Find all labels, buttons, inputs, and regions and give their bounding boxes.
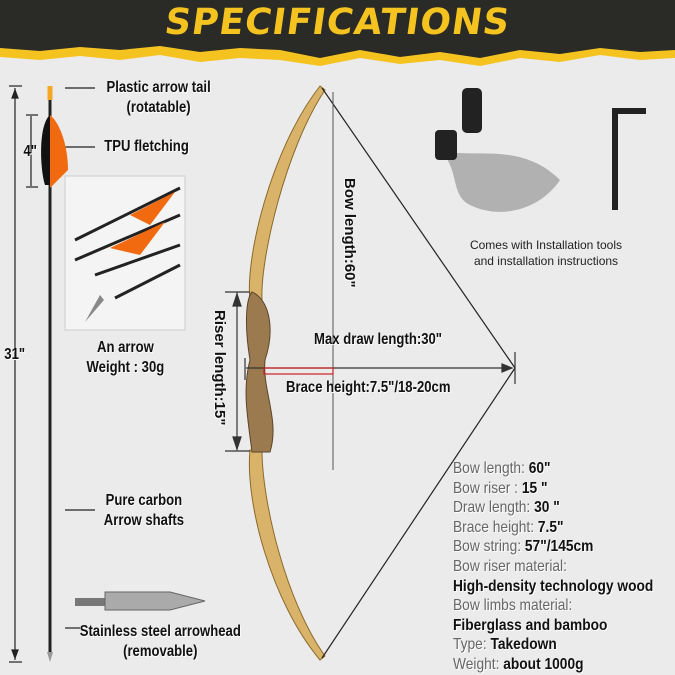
- spec-row: Type: Takedown: [453, 636, 557, 654]
- arrow-dimension-lines: [9, 85, 95, 663]
- spec-row: Fiberglass and bamboo: [453, 616, 608, 634]
- arrow-length-label: 31": [4, 346, 26, 363]
- accessories-image: [435, 88, 646, 212]
- max-draw-label: Max draw length:30": [314, 331, 443, 348]
- fletch-length-label: 4": [23, 143, 38, 160]
- tail-label: Plastic arrow tail(rotatable): [106, 79, 211, 116]
- bow-image: [245, 85, 516, 661]
- spec-row: Bow riser : 15 ": [453, 479, 548, 497]
- header-banner: [0, 0, 675, 66]
- spec-row: Weight: about 1000g: [453, 655, 584, 673]
- arrowhead-label: Stainless steel arrowhead(removable): [79, 623, 241, 660]
- spec-list: Bow length: 60" Bow riser : 15 " Draw le…: [453, 459, 653, 675]
- brace-height-label: Brace height:7.5"/18-20cm: [286, 379, 451, 396]
- spec-row: Bow string: 57"/145cm: [453, 538, 594, 556]
- spec-row: High-density technology wood: [453, 577, 654, 595]
- fletching-label: TPU fletching: [104, 138, 189, 155]
- bow-dimension-lines: [225, 291, 516, 452]
- spec-row: Bow limbs material:: [453, 597, 573, 615]
- spec-row: Draw length: 30 ": [453, 499, 560, 517]
- riser-length-label: Riser length:15": [211, 310, 228, 426]
- arrow-image: [41, 86, 68, 662]
- spec-row: Brace height: 7.5": [453, 518, 564, 536]
- arrow-inset-photo: [64, 175, 186, 331]
- bow-length-label: Bow length:60": [341, 178, 358, 288]
- arrowhead-image: [75, 591, 206, 611]
- spec-row: Bow riser material:: [453, 557, 567, 575]
- spec-row: Bow length: 60": [453, 460, 551, 477]
